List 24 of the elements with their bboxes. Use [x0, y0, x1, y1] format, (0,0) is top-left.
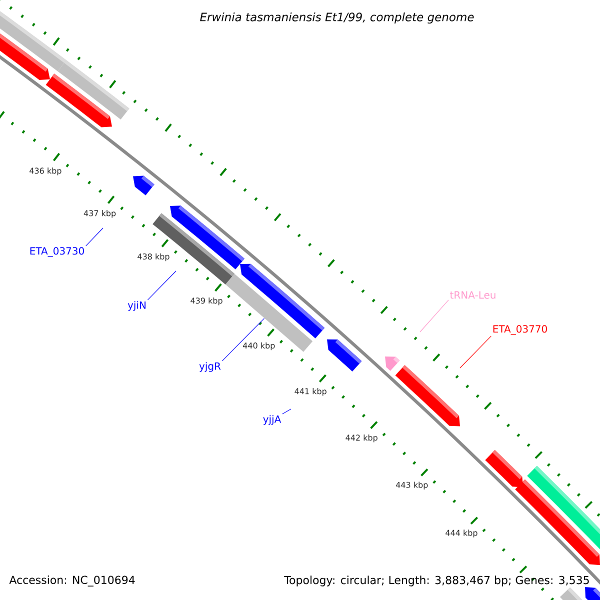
- leader-line: [420, 300, 449, 332]
- leader-line: [147, 270, 176, 300]
- tick-label: 443 kbp: [396, 482, 428, 490]
- gene-bar: [225, 274, 313, 352]
- leader-line: [222, 318, 265, 362]
- leader-line: [460, 336, 492, 368]
- tick-label: 444 kbp: [446, 530, 478, 538]
- gene-label: yjiN: [128, 301, 146, 311]
- genome-info-text: Topology: circular; Length: 3,883,467 bp; Genes: 3,535: [284, 576, 589, 586]
- tick-label: 441 kbp: [294, 388, 326, 396]
- leader-line: [86, 228, 104, 246]
- gene-label: yjjA: [263, 415, 282, 425]
- leader-line: [282, 408, 292, 414]
- tick-label: 437 kbp: [84, 210, 116, 218]
- title: Erwinia tasmaniensis Et1/99, complete genome: [200, 12, 474, 24]
- tick-label: 438 kbp: [138, 253, 170, 262]
- gene-label: ETA_03770: [493, 325, 547, 335]
- gene-label: tRNA-Leu: [450, 291, 496, 299]
- gene-label: yjgR: [199, 362, 221, 372]
- tick-label: 440 kbp: [243, 342, 275, 350]
- accession-text: Accession: NC_010694: [9, 576, 135, 586]
- gene-label: ETA_03730: [30, 247, 84, 257]
- tick-label: 442 kbp: [346, 434, 378, 442]
- tick-label: 436 kbp: [30, 168, 62, 176]
